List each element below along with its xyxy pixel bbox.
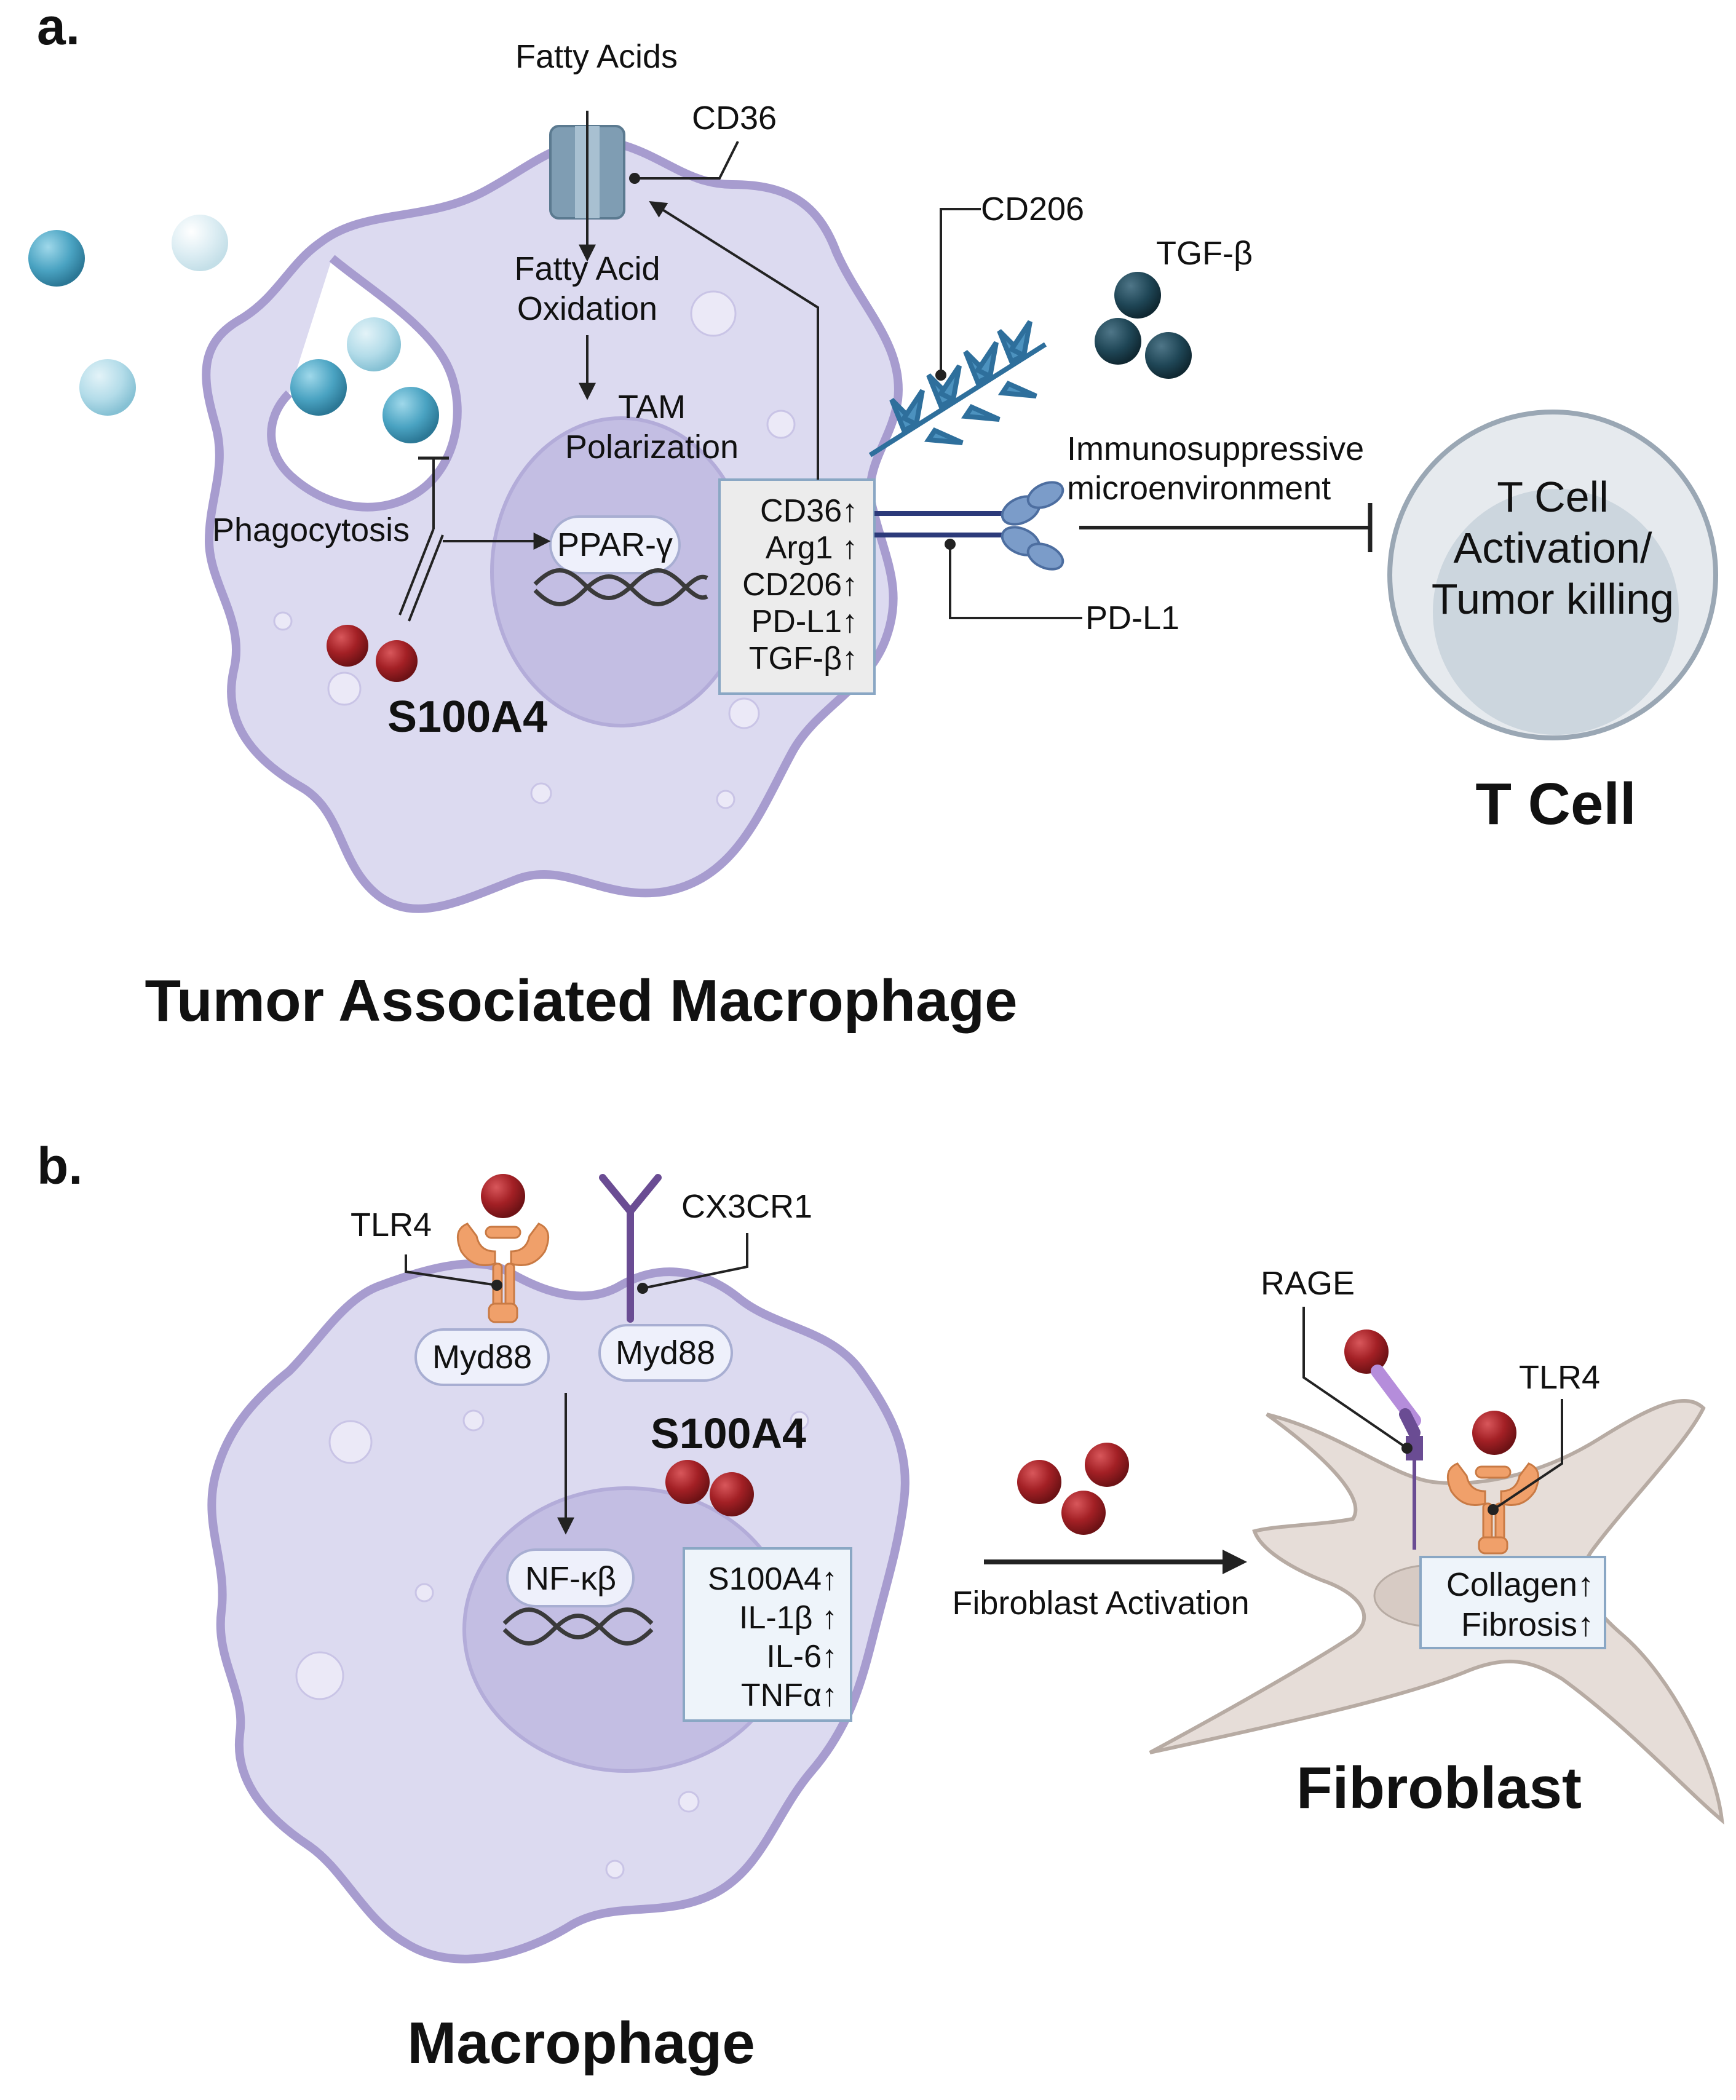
tam-title: Tumor Associated Macrophage (145, 968, 1018, 1034)
fatty-acids-label: Fatty Acids (515, 38, 678, 75)
t-cell-inner-2: Activation/ (1454, 524, 1652, 572)
feedback-arrow-cd36 (649, 201, 819, 480)
svg-text:S100A4↑: S100A4↑ (708, 1561, 838, 1597)
myd88-pill-2 (598, 1324, 733, 1382)
tgf-beta-label: TGF-β (1156, 235, 1253, 272)
t-cell-inner-1: T Cell (1497, 473, 1609, 521)
svg-text:Arg1 ↑: Arg1 ↑ (766, 530, 858, 566)
svg-text:CD36↑: CD36↑ (760, 493, 858, 529)
pd-l1-receptor (874, 481, 1064, 571)
phagocytosed-particles (28, 215, 439, 443)
s100a4-label-b: S100A4 (651, 1409, 806, 1457)
panel-b-label: b. (37, 1137, 83, 1195)
fatty-acid-oxidation-label-1: Fatty Acid (514, 250, 660, 287)
fibroblast-box (1419, 1556, 1606, 1649)
s100a4-label-a: S100A4 (387, 692, 547, 742)
rage-label: RAGE (1261, 1265, 1355, 1302)
tlr4-fibroblast-label: TLR4 (1519, 1359, 1600, 1396)
panel-a-label: a. (37, 0, 80, 55)
tam-polarization-label-1: TAM (618, 389, 686, 426)
s100a4-ball (327, 625, 368, 667)
cd36-label: CD36 (692, 100, 777, 137)
fibroblast-activation-label: Fibroblast Activation (952, 1585, 1249, 1622)
s100a4-ball (1061, 1491, 1106, 1535)
macrophage-title: Macrophage (407, 2010, 755, 2076)
s100a4-ball (1344, 1329, 1389, 1374)
cd206-receptor (868, 320, 1047, 458)
pd-l1-label: PD-L1 (1085, 600, 1179, 636)
t-cell-title: T Cell (1475, 771, 1636, 837)
svg-text:IL-6↑: IL-6↑ (766, 1639, 838, 1674)
cd36-channel (549, 111, 625, 262)
t-cell-nucleus (1433, 489, 1679, 735)
s100a4-ball (376, 640, 418, 682)
nf-kb-label: NF-κβ (525, 1560, 616, 1597)
tam-upregulated-list: CD36↑ Arg1 ↑ CD206↑ PD-L1↑ TGF-β↑ (742, 493, 858, 676)
fibrosis-label: Fibrosis↑ (1461, 1606, 1594, 1643)
nf-kb-pill (506, 1548, 635, 1607)
cd206-label: CD206 (981, 191, 1084, 228)
tam-upregulated-box (718, 478, 876, 695)
tlr4-fibroblast-receptor (1446, 1462, 1540, 1555)
s100a4-ball (1017, 1460, 1061, 1504)
ppar-label: PPAR-γ (557, 526, 673, 563)
svg-text:IL-1β ↑: IL-1β ↑ (739, 1600, 838, 1636)
cx3cr1-label: CX3CR1 (681, 1188, 812, 1225)
s100a4-ball (481, 1174, 525, 1218)
fatty-acid-oxidation-label-2: Oxidation (517, 290, 657, 327)
immunosuppressive-label-1: Immunosuppressive (1067, 430, 1364, 467)
dna-helix-b (502, 1607, 654, 1646)
tlr4-label: TLR4 (351, 1207, 432, 1243)
myd88-label-2: Myd88 (616, 1334, 715, 1371)
dna-helix-a (533, 568, 708, 606)
phagocytosis-label: Phagocytosis (212, 512, 410, 549)
macrophage-upregulated-list: S100A4↑ IL-1β ↑ IL-6↑ TNFα↑ (708, 1561, 838, 1713)
tlr4-receptor (456, 1222, 550, 1323)
cx3cr1-receptor (599, 1174, 662, 1323)
s100a4-ball (710, 1472, 754, 1516)
s100a4-ball (1472, 1411, 1516, 1455)
tam-polarization-label-2: Polarization (565, 429, 739, 466)
svg-text:TNFα↑: TNFα↑ (741, 1678, 838, 1713)
fibroblast-title: Fibroblast (1296, 1755, 1582, 1821)
t-cell-inner-3: Tumor killing (1432, 575, 1674, 623)
tgf-beta-ball (1145, 332, 1192, 379)
svg-text:CD206↑: CD206↑ (742, 567, 858, 603)
tgf-beta-ball (1095, 318, 1141, 365)
phagocytic-cup (267, 255, 462, 512)
s100a4-ball (665, 1460, 710, 1504)
collagen-label: Collagen↑ (1446, 1566, 1594, 1603)
myd88-label-1: Myd88 (432, 1339, 532, 1376)
s100a4-ball (1085, 1443, 1129, 1487)
svg-text:PD-L1↑: PD-L1↑ (751, 604, 858, 640)
myd88-pill-1 (414, 1328, 550, 1386)
tgf-beta-ball (1114, 272, 1161, 319)
macrophage-upregulated-box (683, 1547, 852, 1722)
svg-text:TGF-β↑: TGF-β↑ (749, 641, 858, 676)
immunosuppressive-label-2: microenvironment (1067, 470, 1331, 507)
